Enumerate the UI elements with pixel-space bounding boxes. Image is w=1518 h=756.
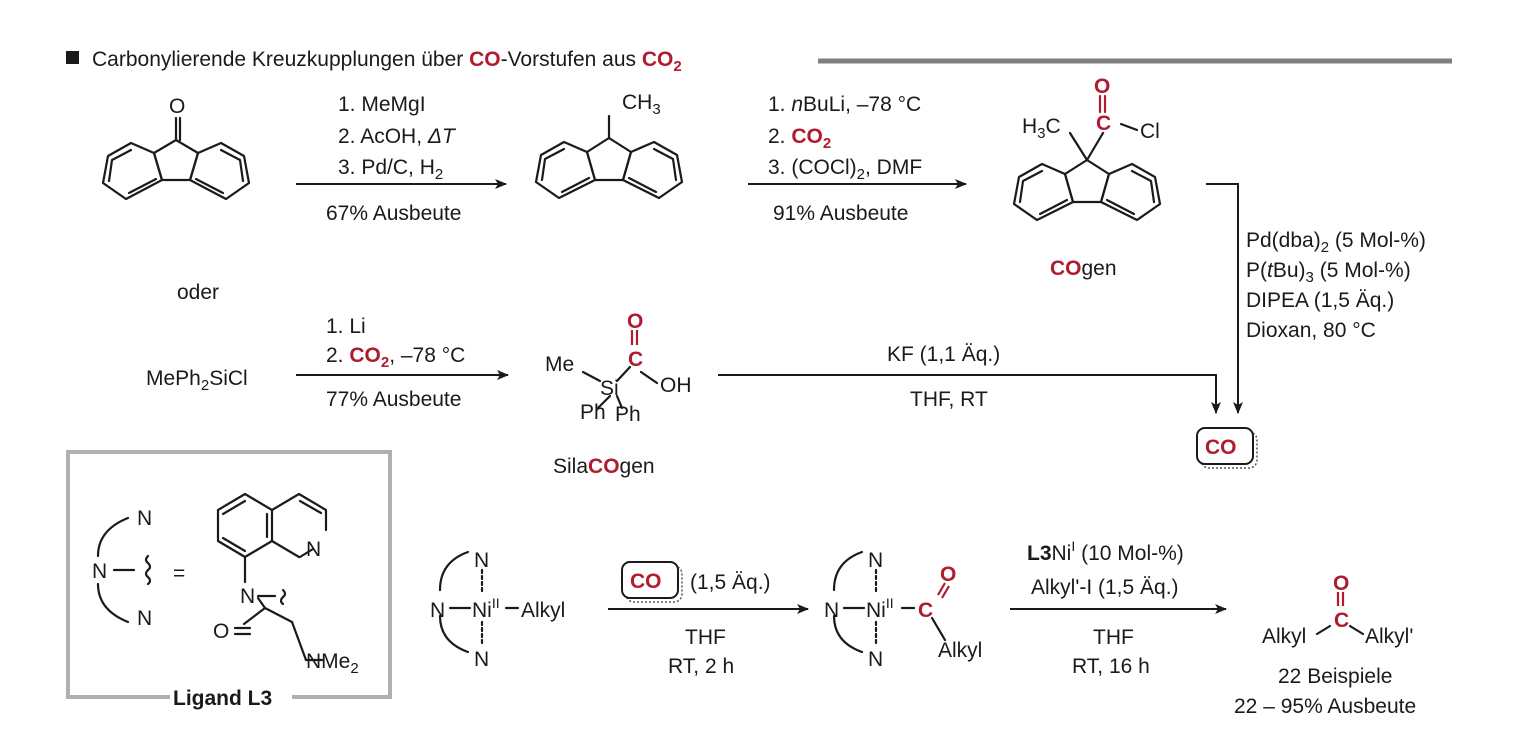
product-examples: 22 Beispiele <box>1278 665 1392 688</box>
ni-complex-1-alkyl: Alkyl <box>521 599 565 622</box>
ni-complex-2-n-top: N <box>868 549 883 572</box>
kf-arrow <box>718 374 1221 414</box>
pd-condition-1: Pd(dba)2 (5 Mol-%) <box>1246 229 1426 256</box>
product-yield: 22 – 95% Ausbeute <box>1234 695 1416 718</box>
ni-complex-1-n-mid: N <box>430 599 445 622</box>
ligand-n-mid: N <box>92 560 107 583</box>
step3-yield: 77% Ausbeute <box>326 388 461 411</box>
methylfluorene-ch3: CH3 <box>622 91 661 118</box>
ni-complex-2-alkyl: Alkyl <box>938 639 982 662</box>
ligand-title-bg <box>170 684 292 708</box>
kf-condition: KF (1,1 Äq.) <box>887 343 1000 366</box>
ligand-carbonyl-o: O <box>213 620 229 643</box>
silacogen-carbonyl <box>630 330 639 345</box>
silacogen-label: SilaCOgen <box>553 455 655 478</box>
ni-complex-1-n-top: N <box>474 549 489 572</box>
step1-condition-3: 3. Pd/C, H2 <box>338 156 443 183</box>
silacogen-ph2: Ph <box>615 403 641 426</box>
product-alkyl: Alkyl <box>1262 625 1306 648</box>
methylfluorene-structure <box>534 114 684 200</box>
ni-complex-1-bonds <box>438 550 520 654</box>
ligand-quinoline <box>216 492 328 662</box>
step6-time: RT, 16 h <box>1072 655 1150 678</box>
step5-equiv: (1,5 Äq.) <box>690 571 771 594</box>
ni-complex-2-n-bot: N <box>868 648 883 671</box>
step1-condition-2: 2. AcOH, ΔT <box>338 125 457 148</box>
co-badge: CO <box>1196 427 1258 469</box>
kf-solvent: THF, RT <box>910 388 988 411</box>
cogen-h3c: H3C <box>1022 115 1061 142</box>
product-carbonyl <box>1336 592 1345 606</box>
silacogen-si: Si <box>600 377 619 400</box>
oder-label: oder <box>177 281 219 304</box>
step1-condition-1: 1. MeMgI <box>338 93 426 116</box>
step2-yield: 91% Ausbeute <box>773 202 908 225</box>
step2-condition-1: 1. nBuLi, –78 °C <box>768 93 921 116</box>
svg-text:CO: CO <box>1205 436 1237 459</box>
ligand-amide-n: N <box>240 585 255 608</box>
cogen-oxygen: O <box>1094 75 1110 98</box>
scheme-title: Carbonylierende Kreuzkupplungen über CO-… <box>92 48 682 75</box>
ni-complex-2-bonds <box>832 550 947 654</box>
pd-condition-4: Dioxan, 80 °C <box>1246 319 1376 342</box>
pd-arrow <box>1206 183 1243 414</box>
step6-solvent: THF <box>1093 626 1134 649</box>
step1-yield: 67% Ausbeute <box>326 202 461 225</box>
silacogen-me: Me <box>545 353 574 376</box>
silacogen-carbon: C <box>628 348 643 371</box>
ligand-quinoline-n: N <box>306 538 321 561</box>
step6-catalyst: L3NiI (10 Mol-%) <box>1027 538 1184 565</box>
ligand-n-bot: N <box>137 607 152 630</box>
silacogen-oxygen: O <box>627 310 643 333</box>
product-alkyl-prime: Alkyl' <box>1365 625 1413 648</box>
cogen-carbon: C <box>1096 112 1111 135</box>
silane-reactant: MePh2SiCl <box>146 367 248 394</box>
pd-condition-2: P(tBu)3 (5 Mol-%) <box>1246 259 1411 286</box>
step2-condition-2: 2. CO2 <box>768 125 831 152</box>
step6-reagent: Alkyl'-I (1,5 Äq.) <box>1031 576 1179 599</box>
ligand-bracket <box>96 516 152 624</box>
step5-solvent: THF <box>685 626 726 649</box>
silacogen-ph1: Ph <box>580 401 606 424</box>
silacogen-structure <box>581 365 659 410</box>
cogen-chloride: Cl <box>1140 120 1160 143</box>
step5-time: RT, 2 h <box>668 655 734 678</box>
ligand-n-top: N <box>137 507 152 530</box>
silacogen-oh: OH <box>660 374 692 397</box>
ni-complex-2-oxygen: O <box>940 563 956 586</box>
ligand-nme2: NMe2 <box>306 650 359 677</box>
ni-complex-2-ni: NiII <box>866 595 894 622</box>
ni-complex-1-n-bot: N <box>474 648 489 671</box>
cogen-label: COgen <box>1050 257 1117 280</box>
product-carbon: C <box>1334 609 1349 632</box>
product-bonds <box>1315 624 1365 636</box>
step2-condition-3: 3. (COCl)2, DMF <box>768 156 922 183</box>
ni-complex-2-n-mid: N <box>824 599 839 622</box>
ligand-title: Ligand L3 <box>173 687 272 710</box>
step3-condition-2: 2. CO2, –78 °C <box>326 344 465 371</box>
ni-complex-2-carbonyl <box>937 582 950 599</box>
step3-condition-1: 1. Li <box>326 315 366 338</box>
bullet-square <box>66 51 79 64</box>
ni-complex-1-ni: NiII <box>472 595 500 622</box>
ni-complex-2-carbon: C <box>918 599 933 622</box>
svg-text:CO: CO <box>630 570 662 593</box>
ligand-equals: = <box>173 562 185 585</box>
fluorenone-oxygen: O <box>169 95 185 118</box>
step5-co-badge: CO <box>621 561 683 603</box>
fluorenone-structure <box>101 116 251 201</box>
cogen-structure <box>1012 122 1162 222</box>
product-oxygen: O <box>1333 572 1349 595</box>
pd-condition-3: DIPEA (1,5 Äq.) <box>1246 289 1394 312</box>
cogen-carbonyl <box>1098 94 1107 114</box>
